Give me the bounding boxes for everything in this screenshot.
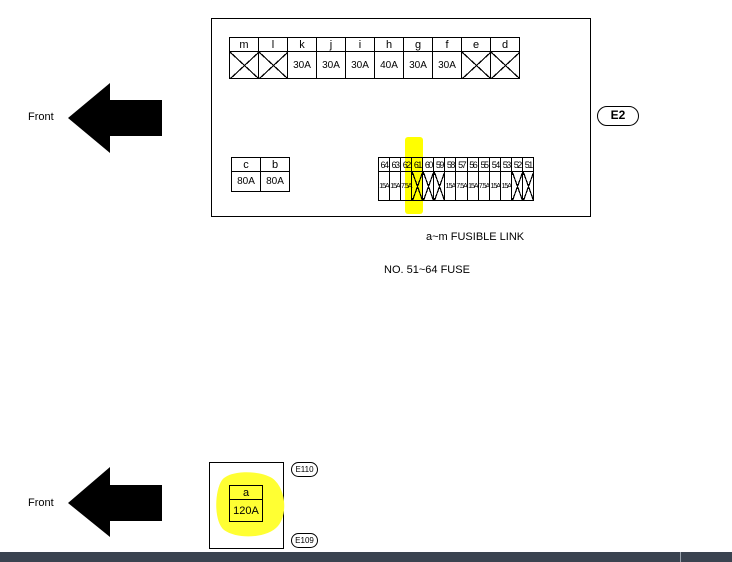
connector-e109: E109 [291,533,318,548]
connector-e110: E110 [291,462,318,477]
fuse-value-4 [422,171,435,201]
bottom-front-label: Front [28,497,54,509]
fuse-value-0: 15A [378,171,390,201]
fusible-link-header-7: f [432,37,462,52]
fusible-link-value-2: 30A [287,51,317,79]
main-link-header-0: c [231,157,261,172]
fuse-header-1: 63 [389,157,401,172]
main-link-header-1: b [260,157,290,172]
fuse-header-11: 53 [500,157,513,172]
fuse-value-10: 15A [489,171,502,201]
caption-fusible-link: a~m FUSIBLE LINK [426,231,525,243]
fusible-link-header-9: d [490,37,520,52]
fuse-value-11: 15A [500,171,513,201]
fuse-value-6: 15A [444,171,457,201]
fuse-header-9: 55 [477,157,491,172]
fuse-header-2: 62 [399,157,413,172]
fuse-header-6: 58 [444,157,457,172]
fuse-header-0: 64 [378,157,390,172]
fusible-link-header-8: e [461,37,491,52]
fuse-value-8: 15A [466,171,479,201]
fusible-link-value-1 [258,51,288,79]
fusible-link-header-1: l [258,37,288,52]
fusible-link-header-4: i [345,37,375,52]
fusible-link-header-0: m [229,37,259,52]
fuse-value-9: 7.5A [477,171,490,201]
fusible-link-value-3: 30A [316,51,346,79]
link-a-value: 120A [229,499,263,522]
fuse-value-12 [511,171,524,201]
fuse-header-7: 57 [455,157,468,172]
fusible-link-value-0 [229,51,259,79]
link-a-header: a [229,485,263,500]
main-link-value-1: 80A [260,171,290,192]
top-relay-box-outline [211,18,591,217]
fuse-header-12: 52 [511,157,524,172]
fusible-link-value-4: 30A [345,51,375,79]
caption-fuse-range: NO. 51~64 FUSE [384,264,470,276]
fuse-value-13 [522,171,535,201]
bottom-status-bar [0,552,732,562]
fusible-link-header-2: k [287,37,317,52]
fuse-value-1: 15A [389,171,401,201]
fuse-value-2: 7.5A [399,171,412,201]
link-a-table: a 120A [229,485,263,522]
top-front-arrow-icon [68,83,162,153]
fusible-link-header-5: h [374,37,404,52]
fuse-header-4: 60 [422,157,435,172]
fuse-value-7: 7.5A [455,171,468,201]
main-link-value-0: 80A [231,171,261,192]
fuse-header-3: 61 [411,157,424,172]
fuse-header-10: 54 [489,157,502,172]
fuse-value-3 [411,171,424,201]
fusible-link-value-6: 30A [403,51,433,79]
connector-e2: E2 [597,106,639,126]
fusible-link-value-5: 40A [374,51,404,79]
fuse-value-5 [433,171,446,201]
fusible-link-value-8 [461,51,491,79]
bottom-front-arrow-icon [68,467,162,537]
fuse-header-5: 59 [433,157,446,172]
fuse-header-8: 56 [466,157,479,172]
top-front-label: Front [28,111,54,123]
fuse-header-13: 51 [522,157,535,172]
fusible-link-header-6: g [403,37,433,52]
fusible-link-value-7: 30A [432,51,462,79]
fusible-link-value-9 [490,51,520,79]
fusible-link-header-3: j [316,37,346,52]
